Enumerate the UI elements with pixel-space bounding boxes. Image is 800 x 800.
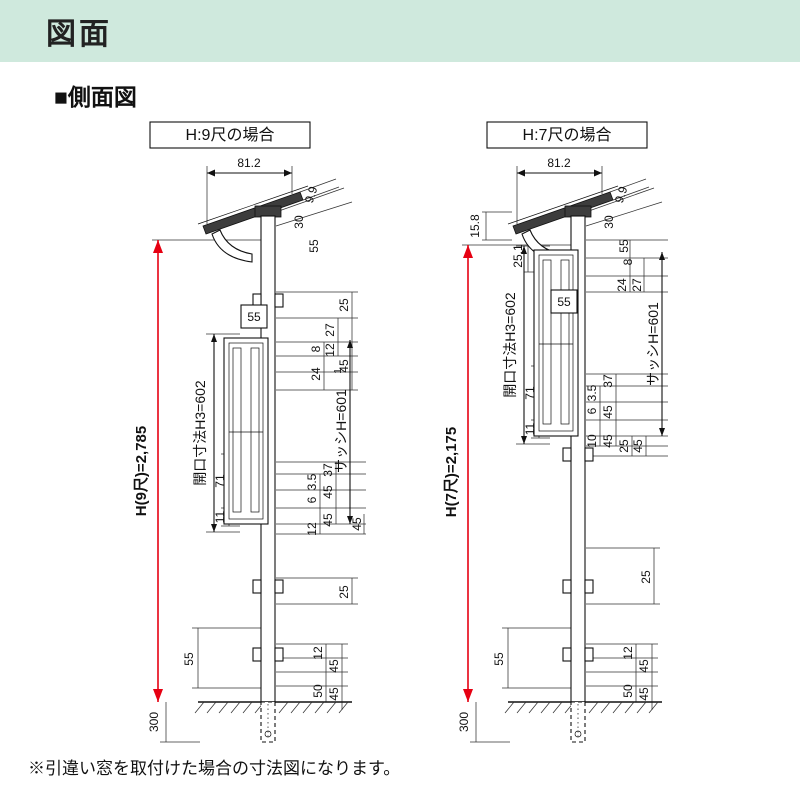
dim-label: 71	[213, 474, 227, 488]
dim-label: 55	[182, 652, 196, 666]
dimension-lines	[462, 166, 668, 743]
post-clips	[252, 293, 284, 662]
dim-label: 55	[492, 652, 506, 666]
dim-label: 24	[309, 367, 323, 381]
dim-label: 25	[639, 570, 653, 584]
sash-unit	[533, 249, 579, 437]
section-title: ■側面図	[54, 84, 137, 110]
h-dim-arrows	[153, 240, 163, 702]
opening-dim-label: 開口寸法H3=602	[192, 380, 208, 486]
dim-label: 55	[247, 310, 261, 324]
dim-label: 12	[305, 522, 319, 536]
dim-label: 37	[321, 463, 335, 477]
dim-label: 45	[327, 687, 341, 701]
dim-label: 30	[602, 215, 616, 229]
dim-label: 12	[323, 343, 337, 357]
roof-edge-line	[197, 185, 309, 225]
dim-label: 11	[213, 510, 227, 523]
page-banner: 図面	[0, 0, 800, 62]
case-label-box	[486, 121, 648, 149]
dim-label: 25.1	[511, 244, 525, 268]
arrowheads	[517, 169, 665, 444]
dim-label: 45	[631, 439, 645, 453]
dim-label: 45	[321, 485, 335, 499]
dim-label: 45	[601, 405, 615, 419]
dim-label: 8	[621, 258, 635, 265]
dim-label: 1	[333, 368, 344, 374]
dim-label: 10	[585, 434, 599, 448]
dim-label: 45	[337, 359, 351, 373]
dim-label: 12	[621, 646, 635, 660]
footnote: ※引違い窓を取付けた場合の寸法図になります。	[28, 759, 401, 778]
dim-label: 3.5	[305, 473, 319, 490]
dim-label: 11	[523, 422, 537, 435]
dim-label: 55	[557, 295, 571, 309]
dim-label: 15.8	[468, 214, 482, 238]
dim-label: 9.9	[302, 184, 321, 205]
main-dimension-lines	[517, 172, 663, 444]
dim-label: 30	[292, 215, 306, 229]
page-title: 図面	[46, 18, 112, 51]
dimension-labels: 81.2 9.9 15.8 30 55 8 24 27 25.1 開口寸法H3=…	[457, 156, 661, 732]
sash-head-box	[550, 289, 578, 314]
dim-label: 71	[523, 386, 537, 400]
dim-label: 8	[309, 345, 323, 352]
post-clips	[562, 447, 594, 662]
dim-label: 12	[311, 646, 325, 660]
sash-unit	[223, 304, 269, 525]
roof-panel	[202, 191, 304, 235]
roof-bracket	[211, 229, 253, 263]
dim-label: 81.2	[237, 156, 261, 170]
diagram-7shaku: H:7尺の場合 55	[443, 121, 668, 743]
dim-label: 45	[637, 659, 651, 673]
dim-label: 3.5	[585, 384, 599, 401]
buried-post	[260, 701, 276, 743]
h-dim-label: H(9尺)=2,785	[133, 426, 150, 516]
dim-label: 45	[321, 513, 335, 527]
ground-hatch	[504, 701, 659, 714]
h-dim-arrows	[463, 245, 473, 702]
case-label: H:9尺の場合	[186, 126, 275, 144]
dim-label: 45	[327, 659, 341, 673]
dim-label: 9.9	[612, 184, 631, 205]
dim-label: 81.2	[547, 156, 571, 170]
roof-edge-line	[507, 185, 619, 225]
dim-label: 55	[307, 239, 321, 253]
dimension-labels: 81.2 9.9 30 55 25 27 12 8 24 1 45 開口寸法H3…	[147, 156, 364, 732]
h-dim-label: H(7尺)=2,175	[443, 427, 460, 517]
dim-label: 27	[630, 278, 644, 292]
post-cap	[564, 205, 592, 218]
dim-label: 25	[337, 585, 351, 599]
post-cap	[254, 205, 282, 218]
opening-dim-label: 開口寸法H3=602	[502, 292, 518, 398]
sash-dim-label: サッシH=601	[645, 302, 661, 386]
dim-label: 50	[311, 684, 325, 698]
dim-label: 50	[621, 684, 635, 698]
roof-panel	[512, 191, 614, 235]
case-label-box	[149, 121, 311, 149]
dim-label: 25	[337, 298, 351, 312]
arrowheads	[207, 169, 353, 532]
dim-label: 45	[350, 517, 364, 531]
dimension-lines	[152, 166, 366, 743]
main-dimension-lines	[207, 172, 351, 532]
dim-label: 45	[601, 434, 615, 448]
dim-label: 55	[617, 239, 631, 253]
ground-hatch	[194, 701, 349, 714]
diagram-9shaku: H:9尺の場合 55	[133, 121, 366, 743]
dim-label: 24	[615, 278, 629, 292]
case-label: H:7尺の場合	[523, 126, 612, 144]
sash-head-box	[240, 304, 268, 329]
dim-label: 27	[323, 323, 337, 337]
dim-label: 300	[457, 712, 471, 732]
buried-post	[570, 701, 586, 743]
dim-label: 6	[585, 407, 599, 414]
sash-dim-label: サッシH=601	[333, 389, 349, 473]
dim-label: 300	[147, 712, 161, 732]
dim-label: 25	[617, 439, 631, 453]
dim-label: 45	[637, 687, 651, 701]
dim-label: 37	[601, 374, 615, 388]
dim-label: 6	[305, 496, 319, 503]
